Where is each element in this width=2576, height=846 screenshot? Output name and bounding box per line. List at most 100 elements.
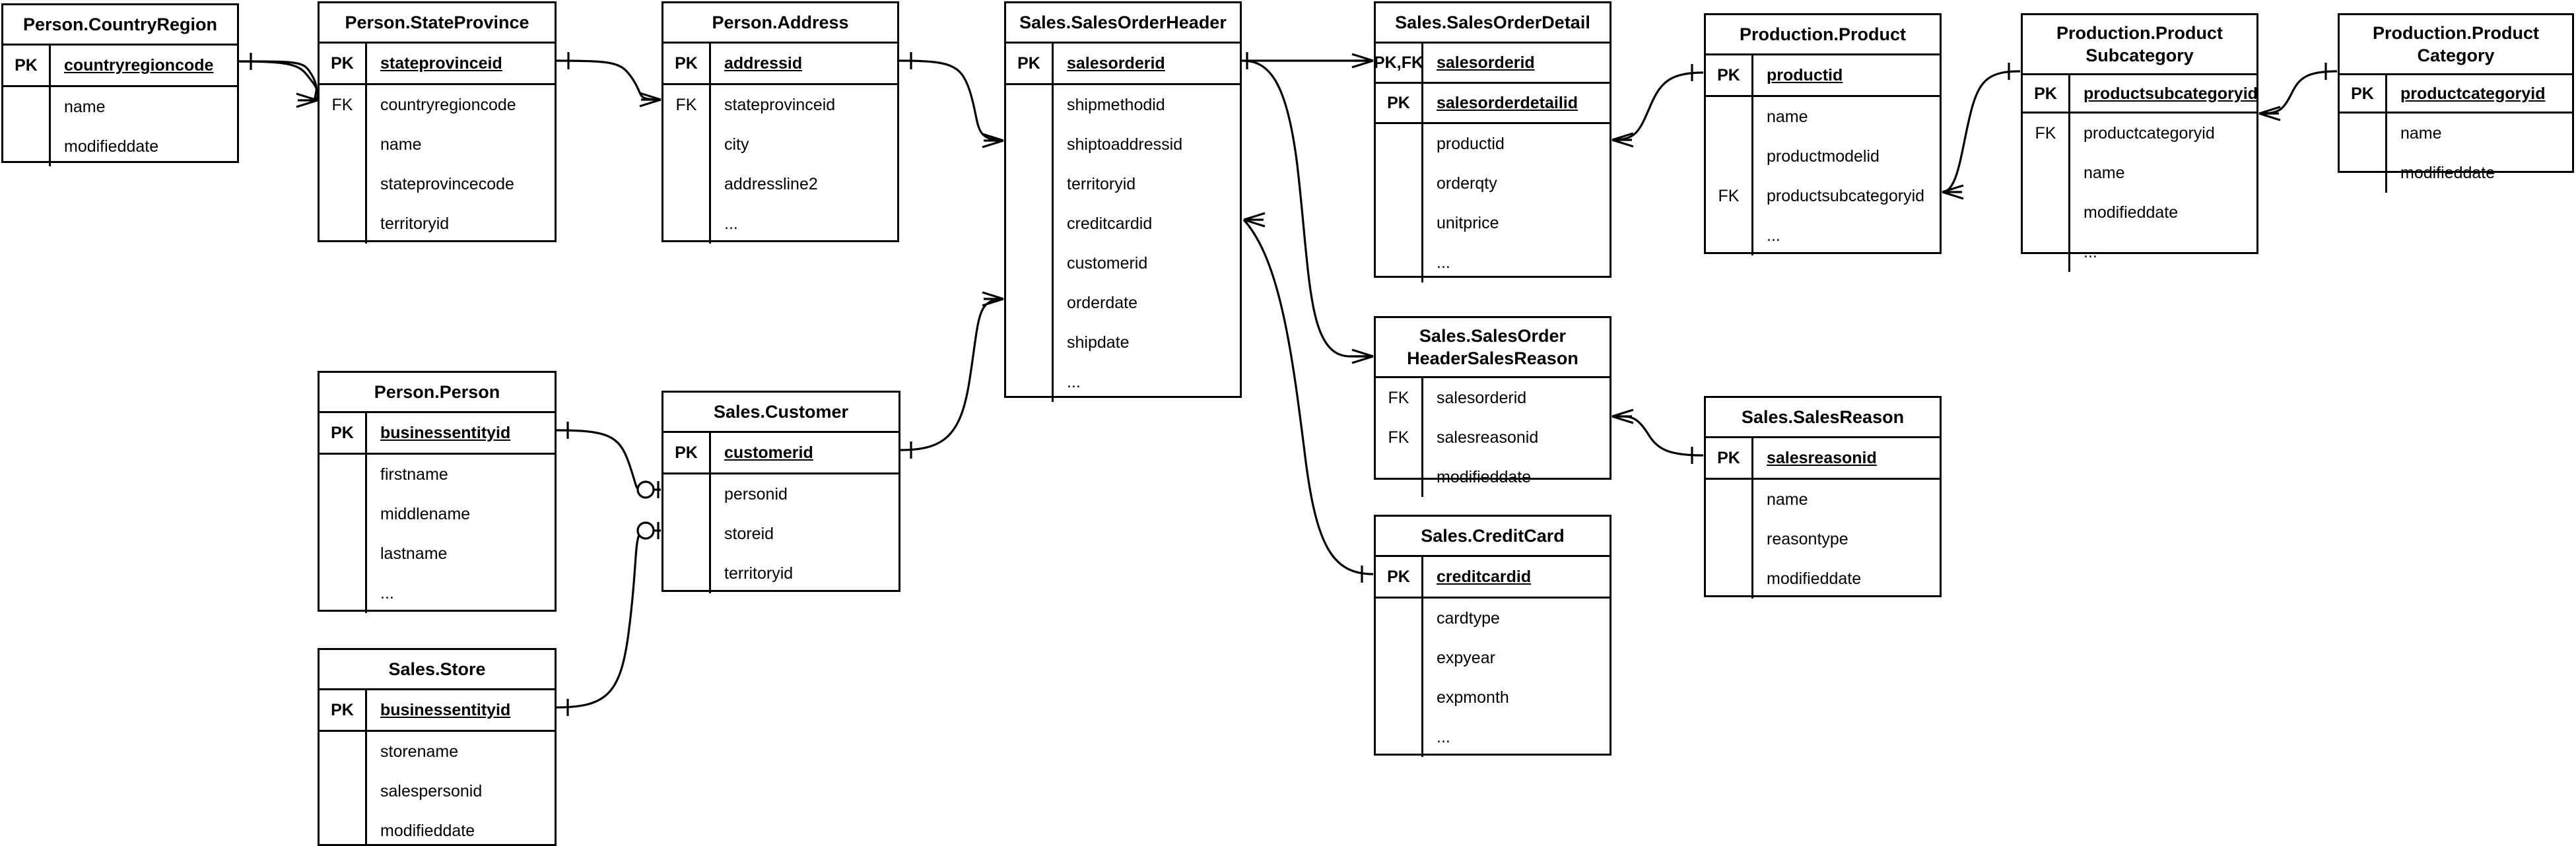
attribute-row[interactable]: modifieddate [320, 811, 555, 846]
attribute-row[interactable]: territoryid [320, 204, 555, 244]
attribute-row[interactable]: productid [1376, 124, 1610, 164]
attribute-row[interactable]: modifieddate [2340, 153, 2572, 193]
attribute-row[interactable]: shipdate [1006, 323, 1240, 362]
attribute-row[interactable]: middlename [320, 494, 555, 534]
key-badge [663, 514, 711, 554]
attribute-row[interactable]: productmodelid [1706, 137, 1940, 176]
attribute-row[interactable]: name [3, 87, 237, 127]
attribute-row[interactable]: customerid [1006, 244, 1240, 283]
attribute-row[interactable]: territoryid [663, 554, 898, 593]
attribute-row[interactable]: modifieddate [1376, 457, 1610, 497]
attribute-name: shipmethodid [1067, 96, 1165, 114]
attribute-row[interactable]: name [2340, 114, 2572, 153]
attribute-row[interactable]: reasontype [1706, 519, 1940, 559]
key-badge: PK [1706, 438, 1753, 478]
key-badge: FK [320, 85, 367, 125]
attribute-row[interactable]: orderdate [1006, 283, 1240, 323]
attribute-row[interactable]: expmonth [1376, 678, 1610, 717]
attribute-name: territoryid [1067, 175, 1136, 193]
attribute-row[interactable]: addressline2 [663, 164, 897, 204]
attribute-row[interactable]: territoryid [1006, 164, 1240, 204]
attribute-row[interactable]: ... [1376, 717, 1610, 757]
attribute-row[interactable]: personid [663, 474, 898, 514]
attribute-row[interactable]: city [663, 125, 897, 164]
attribute-row[interactable]: creditcardid [1006, 204, 1240, 244]
attribute-row[interactable]: modifieddate [1706, 559, 1940, 599]
attribute-name: addressline2 [724, 175, 818, 193]
attribute-row[interactable]: shipmethodid [1006, 85, 1240, 125]
attribute-row[interactable]: ... [1006, 362, 1240, 402]
attribute-row[interactable]: salespersonid [320, 771, 555, 811]
attribute-row[interactable]: ... [1376, 243, 1610, 282]
attribute-name: ... [1067, 373, 1081, 391]
attribute-row[interactable]: name [1706, 480, 1940, 519]
attribute-row[interactable]: shiptoaddressid [1006, 125, 1240, 164]
attribute-row[interactable]: stateprovincecode [320, 164, 555, 204]
attribute-row[interactable]: orderqty [1376, 164, 1610, 203]
attribute-row[interactable]: name [320, 125, 555, 164]
attribute-row[interactable]: expyear [1376, 638, 1610, 678]
attribute-row[interactable]: lastname [320, 534, 555, 573]
key-badge [320, 494, 367, 534]
attribute-row[interactable]: name [1706, 97, 1940, 137]
attribute-row[interactable]: unitprice [1376, 203, 1610, 243]
attribute-name: city [724, 135, 749, 154]
attribute-name: salesorderid [1437, 389, 1527, 407]
attribute-row[interactable]: storename [320, 732, 555, 771]
attribute-row[interactable]: storeid [663, 514, 898, 554]
key-badge [1706, 137, 1753, 176]
attribute-row[interactable]: ... [663, 204, 897, 244]
key-badge [1006, 323, 1054, 362]
key-badge [663, 125, 711, 164]
attribute-row[interactable]: cardtype [1376, 599, 1610, 638]
key-badge [2340, 114, 2387, 153]
attribute-row[interactable]: firstname [320, 455, 555, 494]
attribute-row[interactable]: ... [2023, 232, 2256, 272]
attribute-row[interactable]: ... [1706, 216, 1940, 255]
attribute-row[interactable]: modifieddate [2023, 193, 2256, 232]
attribute-row[interactable]: ... [320, 573, 555, 613]
attribute-name: stateprovinceid [724, 96, 836, 114]
attribute-row[interactable]: name [2023, 153, 2256, 193]
attribute-row[interactable]: modifieddate [3, 127, 237, 166]
